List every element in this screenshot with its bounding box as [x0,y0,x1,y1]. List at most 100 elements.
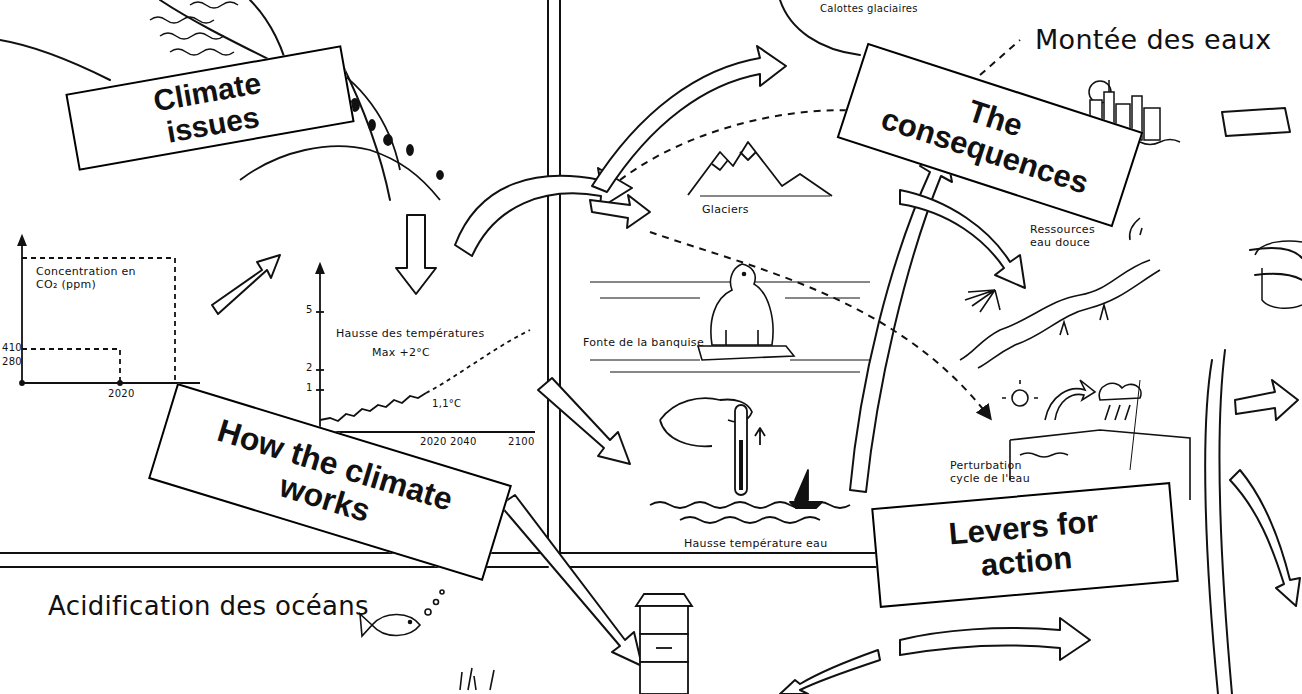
temperature-chart-part [320,431,535,433]
block-arrows-part [900,618,1090,660]
block-arrows-part [1235,380,1298,420]
polar-bear-on-ice-part [698,346,794,360]
co2-chart-part [22,258,175,383]
beehive [636,594,692,694]
section-title: Levers for action [914,502,1135,589]
co2-chart-part [22,382,200,384]
block-arrows-part [538,378,630,464]
co2-chart-part [20,381,24,385]
dashed-links-part [650,232,990,418]
beehive-part [636,594,692,606]
fresh-water-river-part [978,270,1160,368]
section-label: Acidification des océans [48,592,369,622]
fresh-water-river-part [960,260,1150,360]
hill-with-rocks-part [384,135,392,145]
co2-chart [20,240,200,385]
glacier-mountains-part [688,142,832,196]
hand-thermometer-part [790,502,822,508]
sun-rays-part [170,49,234,55]
block-arrows-part [590,195,650,228]
section-label: Montée des eaux [1035,24,1271,55]
polar-bear-on-ice-part [726,330,758,345]
city-skyline-part [1108,80,1110,92]
beehive-part [656,647,672,649]
water-cycle-scene-part [1045,380,1095,420]
fresh-water-river-part [1130,218,1142,240]
block-arrows-part [900,190,1025,288]
temperature-chart-part [316,369,324,371]
block-arrows-part [500,495,642,666]
fish-and-bubbles-part [440,590,444,594]
hand-thermometer-part [739,440,743,490]
sun-rays-part [190,2,238,8]
water-cycle-scene-part [1002,380,1038,398]
frame-lines-part [1220,350,1232,694]
glacier-mountains-part [712,152,756,170]
section-box: Levers for action [871,482,1179,608]
hand-thermometer-part [735,405,747,495]
section-title: How the climate works [183,407,477,558]
axis-value: 2 [306,362,313,374]
feature-label: Fonte de la banquise [583,337,704,350]
section-title: The consequences [872,68,1108,203]
axis-value: 5 [306,304,313,316]
water-cycle-scene-part [1130,380,1140,470]
axis-value: 2020 [420,436,447,448]
frame-lines-part [560,552,880,554]
fish-and-bubbles-part [434,600,439,605]
hand-thermometer-part [680,517,820,523]
section-box: Climate issues [65,45,354,170]
hand-thermometer-part [755,428,765,445]
block-arrows-part [1222,108,1290,136]
fish-and-bubbles-part [425,609,431,615]
block-arrows-part [396,215,436,294]
glacier-mountains-part [700,196,830,197]
water-cycle-scene-part [1012,390,1028,406]
frame-lines-part [160,0,270,60]
right-edge-sketch-part [1262,268,1302,308]
block-arrows-part [212,255,280,314]
water-cycle-scene-part [1099,383,1141,400]
fish-and-bubbles-part [372,614,420,635]
frame-lines-part [1205,360,1218,694]
frame-lines-part [0,40,110,80]
polar-bear-on-ice-part [790,360,870,361]
fresh-water-river-part [965,290,995,312]
polar-bear-on-ice-part [785,298,860,299]
frame-lines-part [547,0,549,556]
beehive-part [640,662,688,694]
axis-value: 2020 [108,388,135,400]
fresh-water-river-part [1060,305,1108,335]
polar-bear-on-ice-part [711,264,773,345]
beehive-part [640,606,688,634]
polar-bear-on-ice-part [610,372,860,373]
axis-value: 2040 [450,436,477,448]
right-edge-sketch [1255,241,1302,308]
co2-chart-part [118,381,122,385]
sun-rays-part [160,33,224,39]
feature-label: Hausse température eau [684,538,827,551]
polar-bear-on-ice [590,264,870,372]
feature-label: Perturbation cycle de l'eau [950,460,1050,485]
hill-with-rocks-part [369,120,375,130]
axis-value: 1 [306,382,313,394]
right-edge-sketch-part [1255,241,1302,255]
hand-thermometer-part [660,420,712,446]
temperature-chart-part [316,389,324,391]
temperature-chart-part [316,311,324,313]
water-cycle-scene-part [1020,453,1068,457]
hand-thermometer [650,398,850,523]
temperature-chart [316,268,535,432]
axis-value: 1,1°C [432,398,461,410]
polar-bear-on-ice-part [590,360,700,361]
sun-rays [150,2,238,55]
temperature-chart-part [319,268,321,432]
feature-label: Calottes glaciaires [820,3,918,15]
section-title: Climate issues [108,58,312,157]
axis-value: 280 [2,356,22,368]
fish-and-bubbles-part [409,621,412,624]
fresh-water-river-part [995,290,1000,310]
sun-rays-part [150,17,214,23]
fresh-water-river [960,218,1160,368]
axis-title: Concentration en CO₂ (ppm) [36,266,146,291]
